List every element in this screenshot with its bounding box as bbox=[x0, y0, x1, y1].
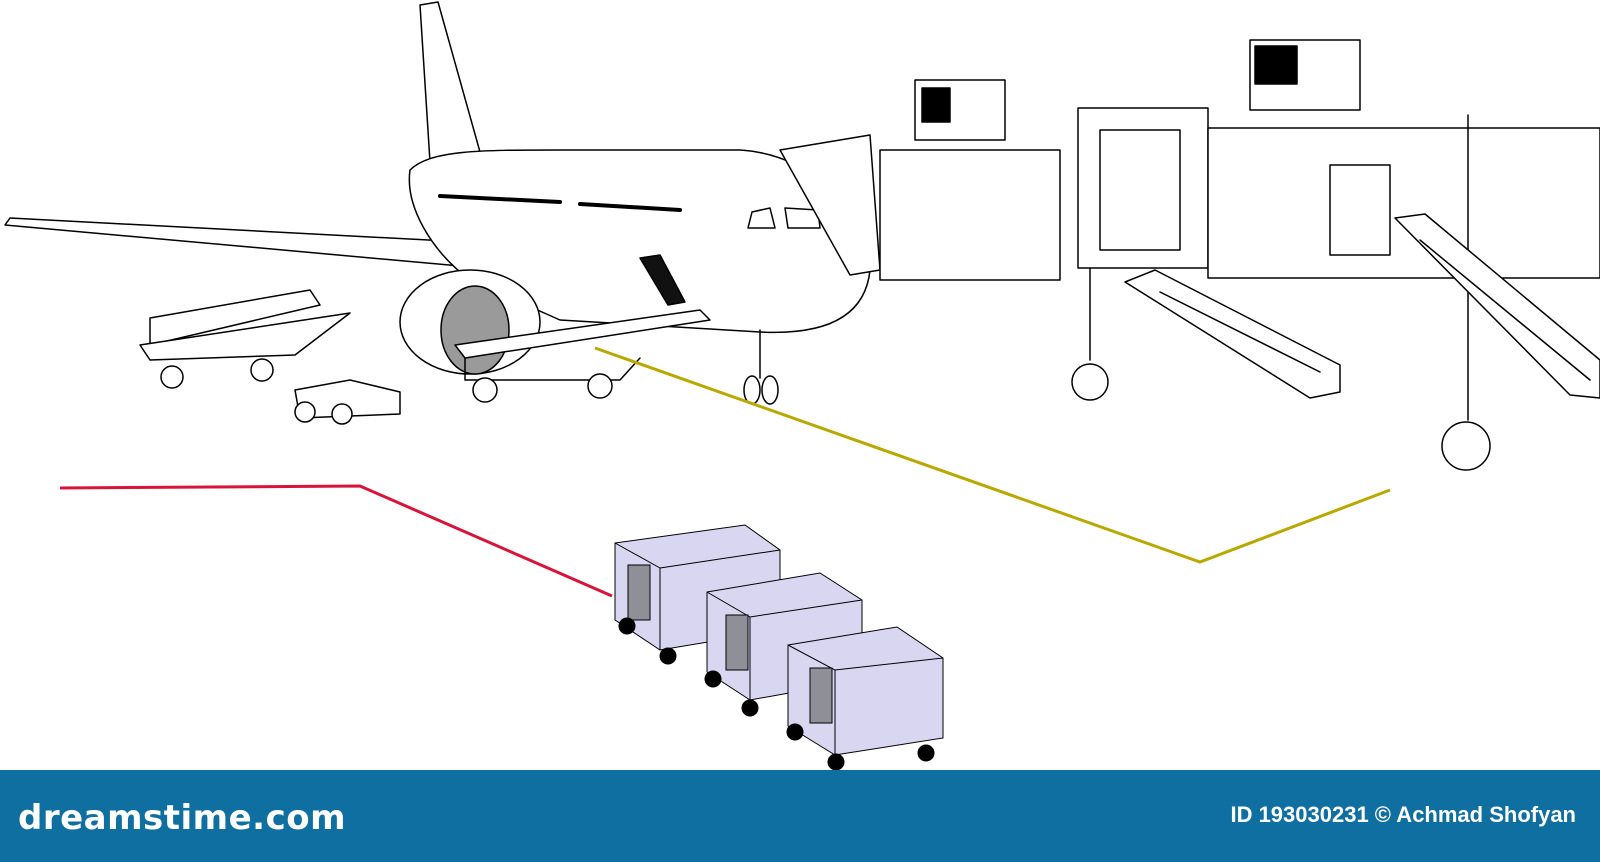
airplane-nose-gear bbox=[743, 329, 779, 405]
airport-scene-svg bbox=[4, 1, 1600, 770]
airplane-engine-intake bbox=[440, 285, 510, 375]
airplane-windows bbox=[438, 194, 682, 212]
image-credit: ID 193030231 © Achmad Shofyan bbox=[1230, 802, 1576, 827]
red-guide-line bbox=[59, 484, 613, 598]
stairs-right bbox=[1394, 213, 1600, 399]
watermark-footer-bar: dreamstime.com ID 193030231 © Achmad Sho… bbox=[0, 770, 1600, 862]
illustration-canvas bbox=[4, 1, 1600, 770]
jet-bridge-front bbox=[779, 79, 1209, 401]
tug-vehicle bbox=[294, 379, 401, 425]
stairs-left bbox=[1124, 269, 1341, 399]
belt-loader-left bbox=[139, 289, 351, 389]
belt-loader-main bbox=[454, 309, 711, 403]
olive-guide-line bbox=[594, 346, 1391, 564]
airplane-tail-fin bbox=[419, 1, 481, 163]
airplane-cargo-door bbox=[639, 254, 686, 306]
brand-wordmark: dreamstime.com bbox=[18, 798, 347, 838]
jet-bridge-rear bbox=[1207, 39, 1600, 471]
baggage-container-3 bbox=[786, 626, 944, 770]
